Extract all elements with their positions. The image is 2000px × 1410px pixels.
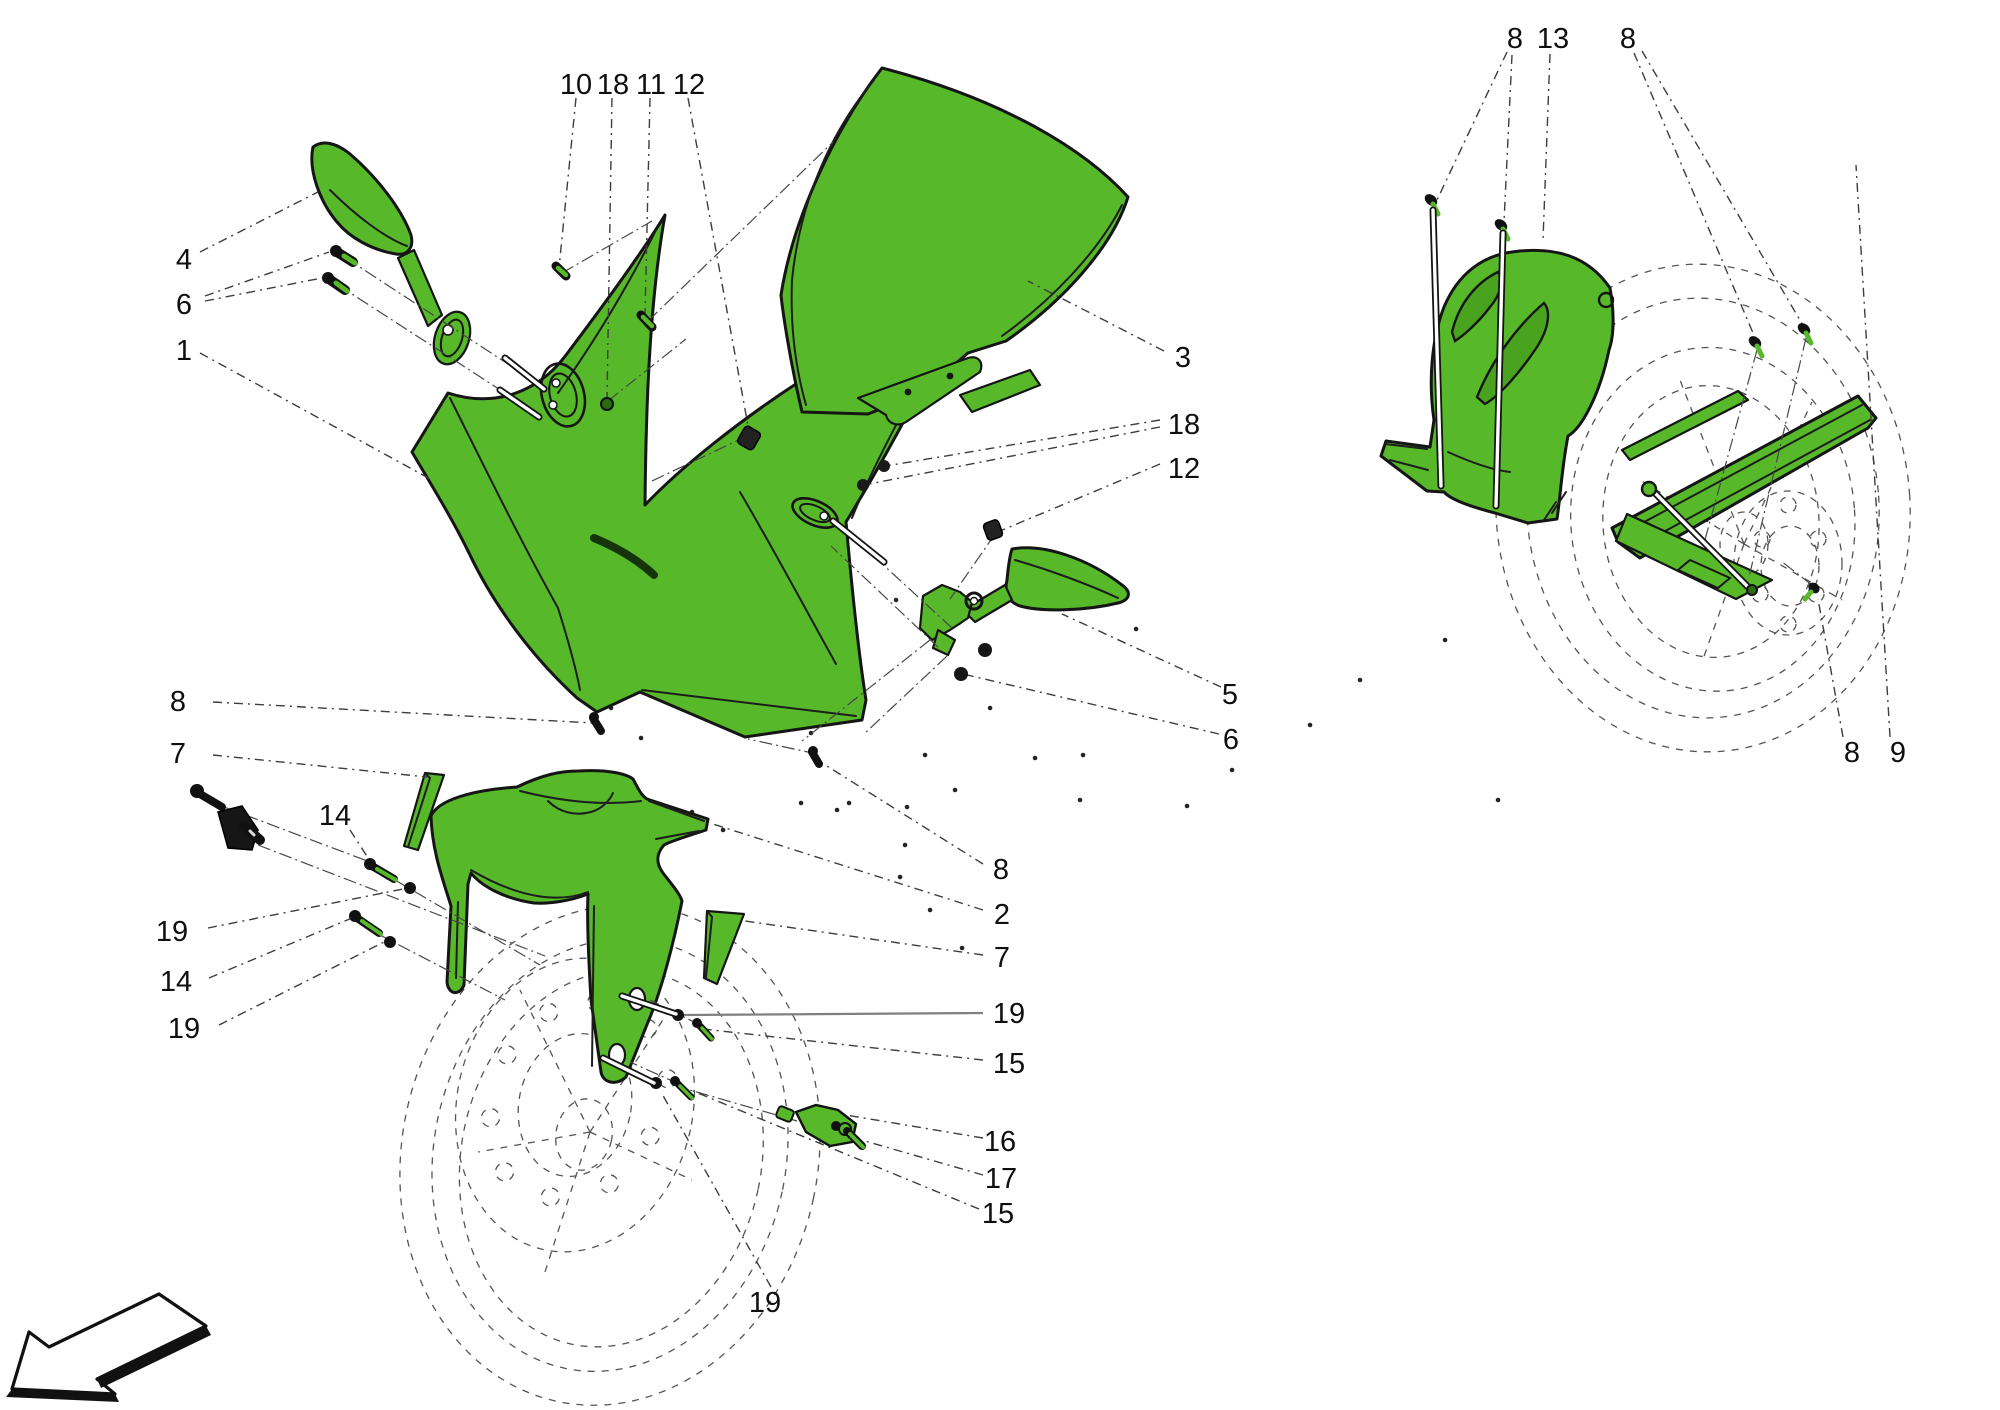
caliper-fasteners	[650, 1009, 715, 1101]
callout-16-9: 9	[1890, 737, 1906, 769]
callout-25-7: 7	[994, 942, 1010, 974]
left-mirror-stalk	[396, 248, 444, 328]
rear-disc	[1602, 384, 1820, 659]
right-mirror-mount	[918, 583, 974, 642]
fairing-seams	[449, 231, 939, 717]
leader-line-solid-19	[682, 1011, 984, 1017]
callout-1-6: 6	[176, 289, 192, 321]
callout-13-13: 13	[1537, 23, 1569, 55]
rear-tire-outer	[1495, 263, 1911, 753]
assembly-rods	[496, 206, 1758, 1087]
front-fairing-cowl	[410, 213, 950, 739]
front-brake-disc	[454, 957, 696, 1253]
callout-27-15: 15	[993, 1048, 1025, 1080]
callout-18-7: 7	[170, 738, 186, 770]
callout-22-19: 19	[168, 1013, 200, 1045]
chain-guard-upper-strip	[1620, 389, 1750, 462]
front-disc-inner	[517, 1032, 633, 1178]
mirror-grommets-right	[954, 643, 992, 681]
callout-29-17: 17	[985, 1163, 1017, 1195]
callout-21-14: 14	[160, 966, 192, 998]
callout-20-19: 19	[156, 916, 188, 948]
fender-fasteners	[190, 784, 416, 948]
grommet-12-right	[982, 519, 1004, 541]
speed-sensor-16	[775, 1103, 866, 1150]
hugger-detail-lines	[1384, 443, 1567, 521]
callout-24-2: 2	[994, 899, 1010, 931]
fender-strip-right	[702, 909, 746, 986]
callout-19-14: 14	[319, 800, 351, 832]
axle-rod-head	[1640, 480, 1658, 498]
callout-31-19: 19	[749, 1287, 781, 1319]
front-hub	[555, 1098, 614, 1171]
callout-23-8: 8	[993, 854, 1009, 886]
headlight-recess-crease	[590, 534, 658, 579]
grommet-12	[736, 425, 762, 451]
direction-arrow-icon	[6, 1292, 211, 1402]
callout-labels: 4 6 1 10 18 11 12 3 18 12 5 6 8 13 8 8 9…	[156, 23, 1906, 1319]
parts-layer	[310, 66, 1878, 1084]
callout-6-12: 12	[673, 69, 705, 101]
fairing-screws-8	[589, 712, 823, 768]
left-mirror	[310, 141, 472, 366]
right-mirror	[918, 546, 1130, 657]
callout-5-11: 11	[636, 69, 666, 101]
well-nut-18	[600, 397, 614, 411]
callout-0-4: 4	[176, 244, 192, 276]
callout-26-19: 19	[993, 998, 1025, 1030]
rear-spokes	[1639, 379, 1843, 663]
axle-rod-end	[1746, 584, 1758, 596]
callout-8-18: 18	[1168, 409, 1200, 441]
callout-4-18: 18	[597, 69, 629, 101]
rear-rim	[1570, 346, 1856, 692]
windscreen-fasteners	[551, 261, 1004, 541]
front-tire-outer	[399, 904, 821, 1406]
left-mirror-base	[432, 310, 472, 366]
fasteners-layer	[190, 194, 1820, 1150]
hugger-grommet	[1597, 291, 1615, 309]
callout-10-5: 5	[1222, 679, 1238, 711]
callout-17-8: 8	[170, 686, 186, 718]
callout-11-6: 6	[1223, 724, 1239, 756]
windscreen-bracket-tab	[958, 368, 1042, 414]
mirror-screws-left	[322, 245, 358, 295]
callout-15-8: 8	[1844, 737, 1860, 769]
callout-30-15: 15	[982, 1198, 1014, 1230]
fender-seams	[455, 790, 705, 1067]
callout-28-16: 16	[984, 1126, 1016, 1158]
callout-3-10: 10	[560, 69, 592, 101]
callout-12-8: 8	[1507, 23, 1523, 55]
front-spokes	[477, 989, 693, 1273]
mirror-mount-hole-left	[539, 362, 587, 428]
callout-14-8: 8	[1620, 23, 1636, 55]
callout-9-12: 12	[1168, 453, 1200, 485]
callout-7-3: 3	[1175, 342, 1191, 374]
leader-lines	[199, 50, 1891, 1288]
rear-sprocket	[1733, 490, 1843, 636]
callout-2-1: 1	[176, 335, 192, 367]
